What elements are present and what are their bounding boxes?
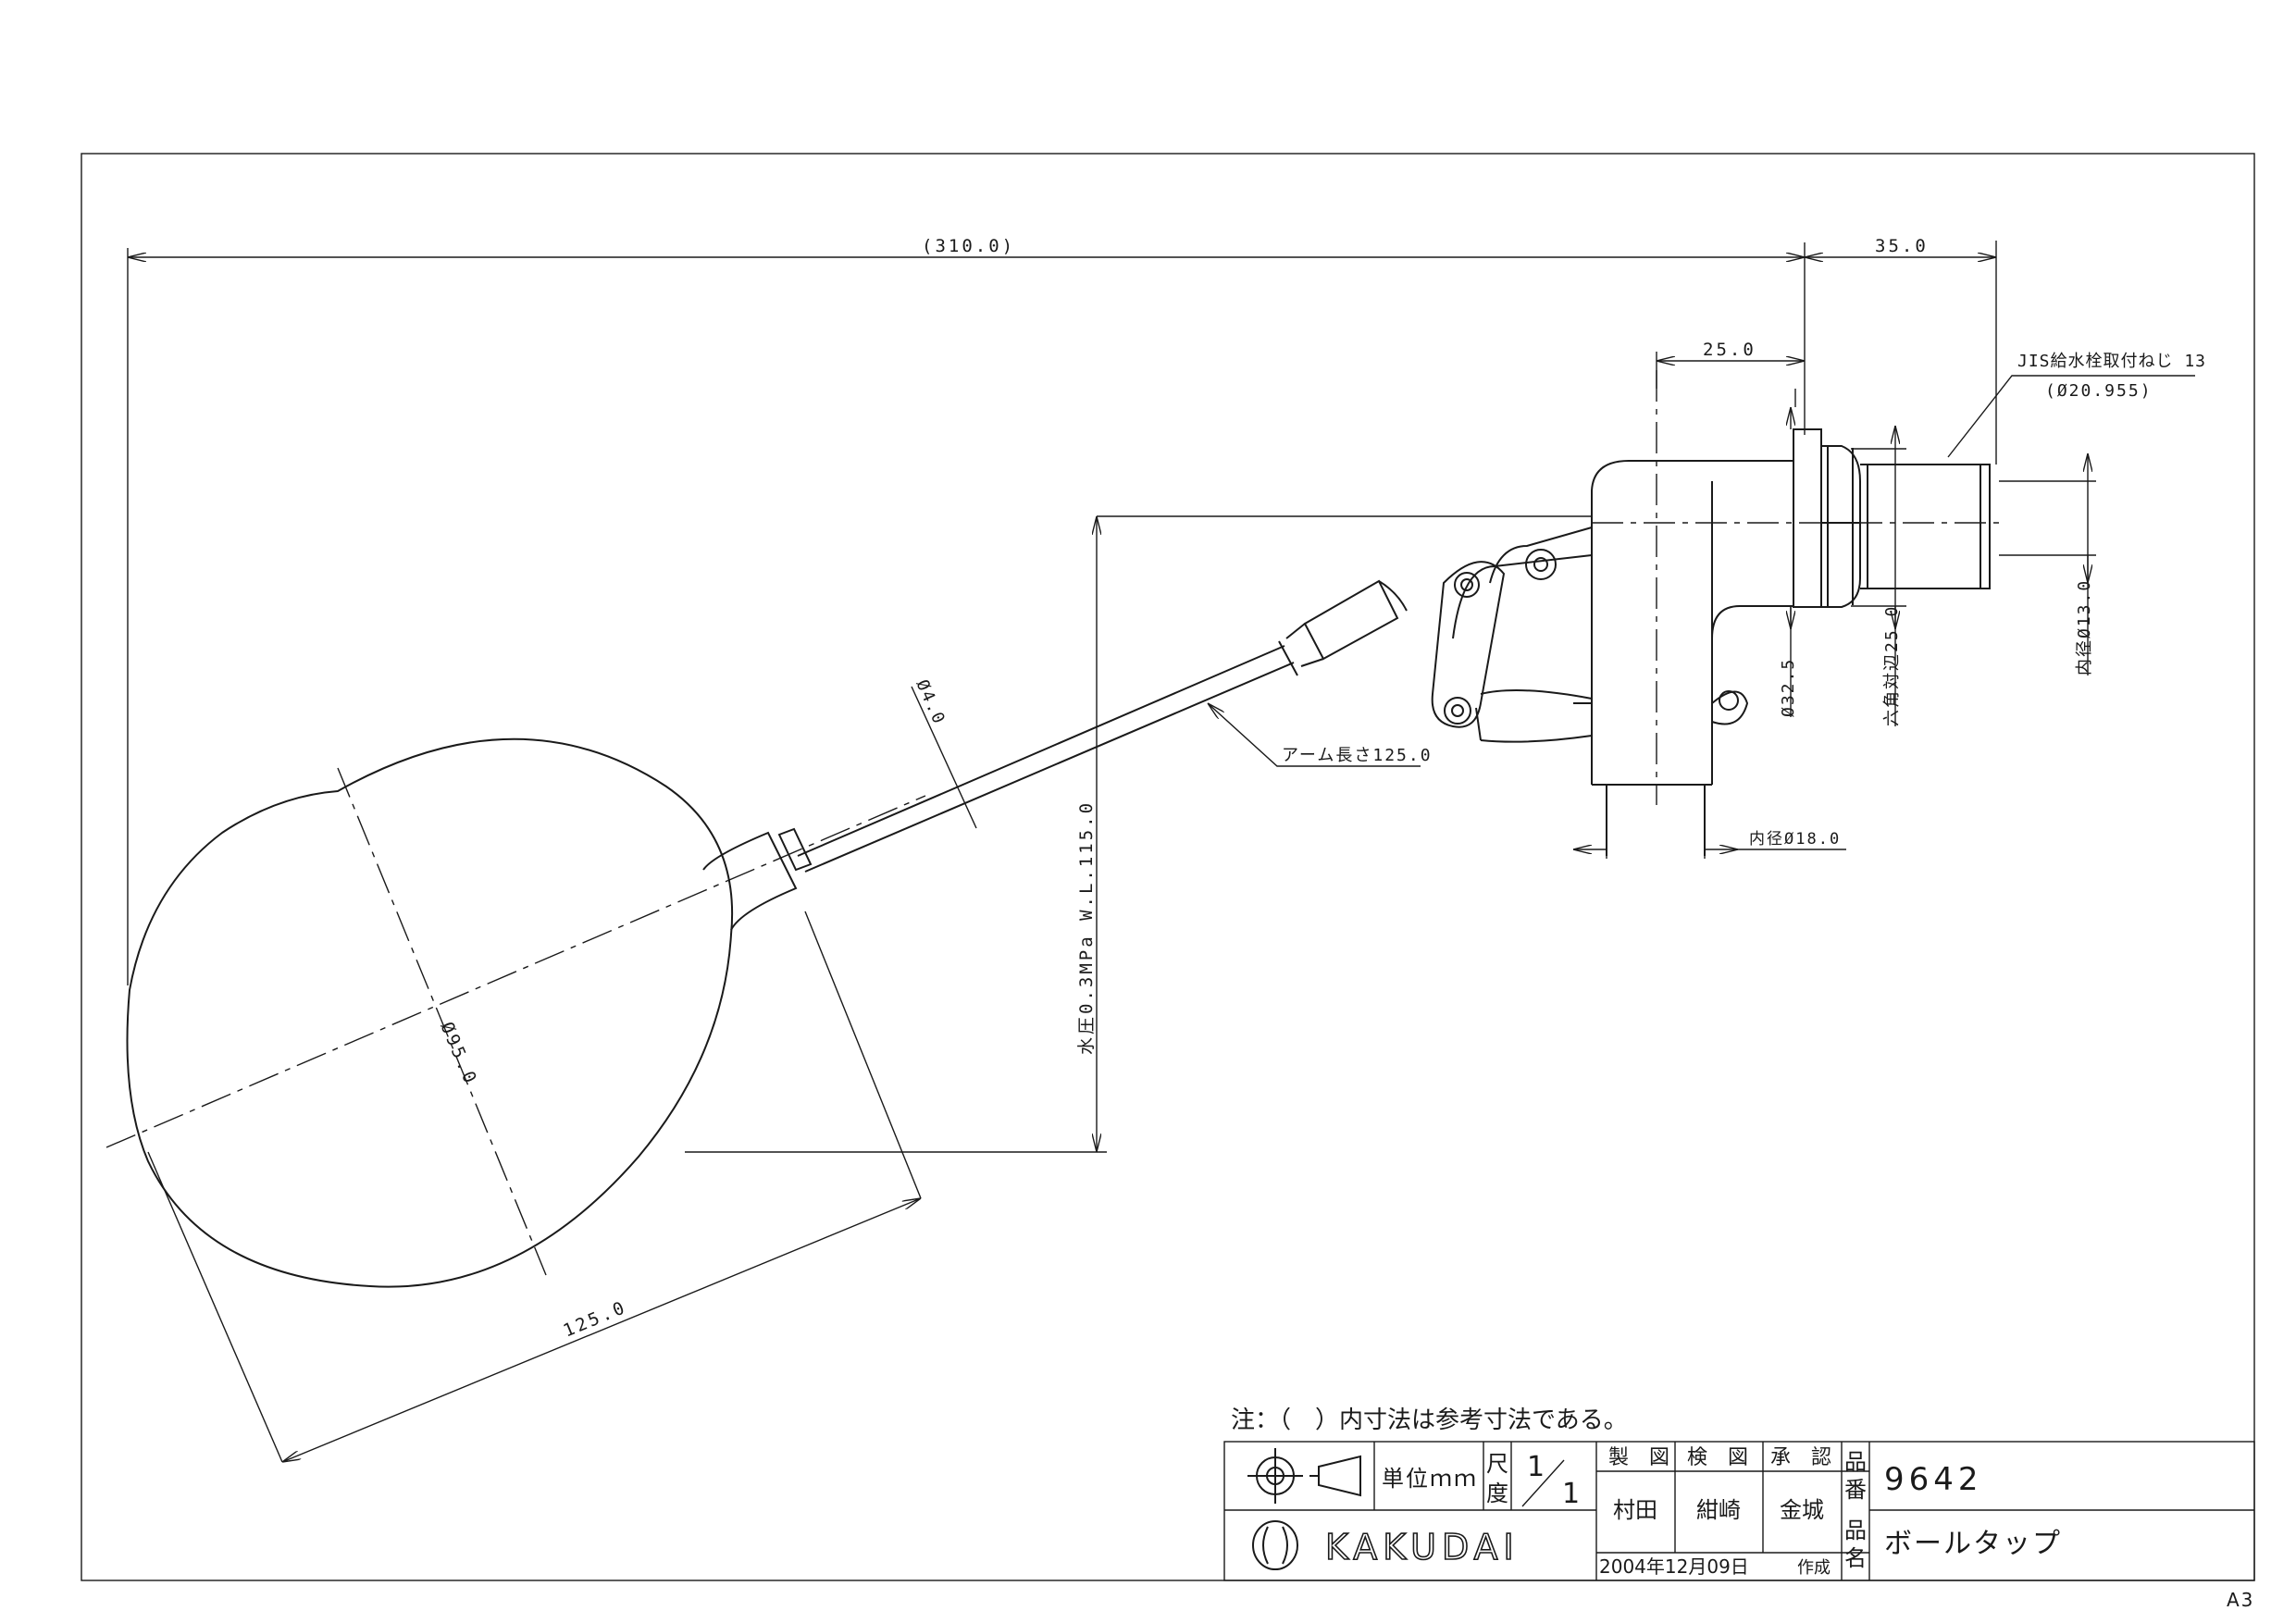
dim-thread-spec: JIS給水栓取付ねじ 13 (2017, 352, 2206, 371)
title-note: 注：（ ）内寸法は参考寸法である。 (1231, 1406, 1628, 1434)
dim-thread-diameter: (Ø20.955) (2045, 381, 2153, 401)
dim-overall-length: (310.0) (922, 236, 1015, 256)
rod-connector (702, 827, 813, 931)
float-ball (126, 737, 734, 1288)
dim-inlet-length: 35.0 (1875, 236, 1929, 256)
approved-by: 金城 (1780, 1497, 1824, 1523)
dim-hex-across-flats: 六角対辺25.0 (1882, 605, 1902, 726)
name-label-1: 品 (1844, 1518, 1867, 1543)
part-no-label-1: 品 (1844, 1449, 1867, 1475)
arm-sleeve (1278, 579, 1408, 676)
dim-rod-dia: Ø4.0 (912, 676, 949, 727)
drawn-label: 製 図 (1608, 1446, 1669, 1469)
dim-ball-dia: Ø95.0 (436, 1019, 480, 1088)
drawn-by: 村田 (1613, 1497, 1657, 1523)
dim-arm-length: アーム長さ125.0 (1282, 746, 1433, 765)
checked-by: 紺崎 (1696, 1497, 1741, 1523)
drawing-border (81, 153, 2255, 1581)
lever-linkage (1431, 527, 1593, 743)
ball-diameter-line (337, 767, 547, 1276)
dim-body-offset: 25.0 (1703, 340, 1756, 360)
scale-numerator: 1 (1527, 1451, 1545, 1483)
ball-centerline (105, 795, 926, 1148)
sheet-size: A3 (2227, 1589, 2254, 1611)
part-no-label-2: 番 (1844, 1477, 1867, 1503)
unit-label: 単位ｍｍ (1382, 1466, 1478, 1492)
part-name: ボールタップ (1884, 1528, 2062, 1560)
scale-denominator: 1 (1562, 1478, 1580, 1510)
threaded-inlet (1860, 464, 1991, 589)
scale-label-2: 度 (1486, 1481, 1508, 1506)
scale-label-1: 尺 (1486, 1451, 1508, 1477)
checked-label: 検 図 (1687, 1446, 1748, 1469)
projection-symbol-icon (1247, 1448, 1361, 1504)
float-rod (797, 645, 1295, 873)
hex-nut (1821, 445, 1861, 608)
name-label-2: 名 (1844, 1545, 1867, 1571)
kakudai-logo-icon (1252, 1520, 1298, 1570)
brand-name: KAKUDAI (1325, 1527, 1520, 1567)
dim-flange-dia: Ø32.5 (1779, 658, 1798, 717)
dim-water-level: 水圧0.3MPa W.L.115.0 (1076, 800, 1097, 1055)
title-block-grid (1223, 1441, 2255, 1581)
flange (1793, 428, 1822, 608)
created-label: 作成 (1797, 1558, 1831, 1578)
dim-outlet-inner-dia: 内径Ø18.0 (1749, 830, 1841, 849)
dim-inner-dia-inlet: 内径Ø13.0 (2075, 579, 2094, 675)
dim-ball-offset: 125.0 (560, 1297, 629, 1342)
part-number: 9642 (1884, 1461, 1983, 1498)
approved-label: 承 認 (1770, 1446, 1831, 1469)
drawing-date: 2004年12月09日 (1599, 1555, 1749, 1578)
